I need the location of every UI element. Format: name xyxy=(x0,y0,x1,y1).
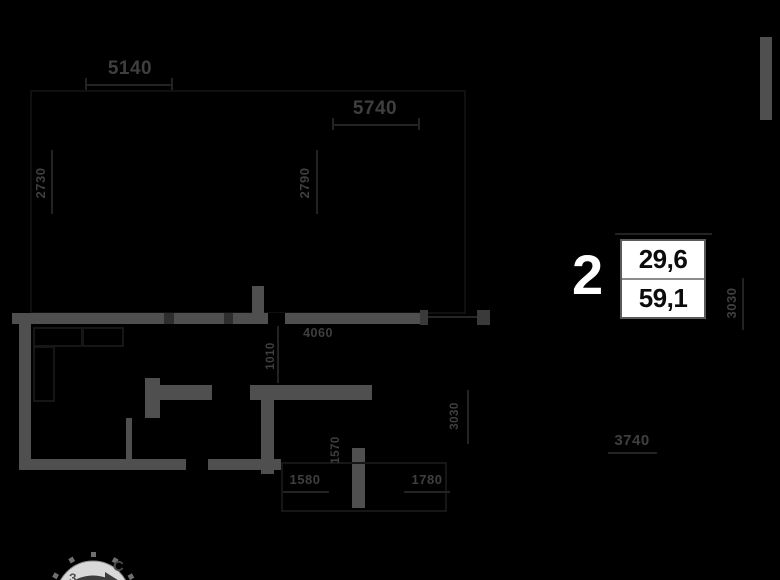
dimension-tick xyxy=(171,78,173,90)
wall-stub-upper xyxy=(252,286,264,313)
balcony-door-opening xyxy=(186,459,208,470)
compass-north-label: С xyxy=(113,558,124,575)
dimension-line xyxy=(404,491,450,493)
dimension-tick xyxy=(332,118,334,130)
dim-label-top-center: 5740 xyxy=(352,97,398,119)
door-opening xyxy=(268,313,285,324)
wall-partition xyxy=(126,418,132,462)
window-line xyxy=(428,316,477,318)
wall-interior xyxy=(145,385,372,400)
wall-top xyxy=(12,313,420,324)
compass-ticks xyxy=(52,552,135,580)
compass-arrowhead xyxy=(105,572,118,580)
apartment-info-card[interactable]: 29,6 59,1 xyxy=(620,239,706,319)
living-area-value: 29,6 xyxy=(622,241,704,280)
compass: С З xyxy=(52,552,135,580)
dim-label-hall-depth: 1010 xyxy=(265,342,278,370)
dimension-line xyxy=(283,491,329,493)
dimension-line xyxy=(332,124,420,126)
dim-label-balcony-right: 1780 xyxy=(411,471,443,487)
dim-label-hall-width: 4060 xyxy=(303,326,333,341)
window-tick xyxy=(224,313,233,324)
dimension-line xyxy=(277,326,279,383)
dim-label-balcony-left: 1580 xyxy=(289,471,321,487)
dim-label-left-side: 2730 xyxy=(32,167,48,199)
dimension-line xyxy=(467,390,469,444)
dimension-line xyxy=(51,150,53,214)
dim-label-center-upper: 2790 xyxy=(296,167,312,199)
furniture-outline xyxy=(33,346,55,402)
room-count-number: 2 xyxy=(572,243,604,306)
dimension-line xyxy=(742,278,744,330)
balcony-outline xyxy=(281,462,447,512)
dim-label-right-edge: 3030 xyxy=(723,287,739,319)
dim-label-mid-room: 3030 xyxy=(449,402,462,430)
wall-stub xyxy=(477,310,490,325)
dimension-tick xyxy=(418,118,420,130)
dimension-tick xyxy=(85,78,87,90)
wall-stub xyxy=(420,310,428,325)
furniture-outline xyxy=(82,327,124,347)
dimension-line xyxy=(615,233,712,235)
dimension-line xyxy=(608,452,657,454)
wall-bottom xyxy=(19,459,281,470)
window-tick xyxy=(164,313,174,324)
dim-label-bottom-right: 3740 xyxy=(614,432,650,449)
wall-bathroom xyxy=(145,378,160,418)
interior-door-opening xyxy=(212,385,250,400)
dimension-line xyxy=(85,84,173,86)
dim-label-balcony-divider: 1570 xyxy=(330,436,343,464)
wall-left xyxy=(19,313,31,470)
furniture-outline xyxy=(33,327,83,347)
total-area-value: 59,1 xyxy=(638,283,688,313)
dimension-line xyxy=(316,150,318,214)
compass-west-label: З xyxy=(69,571,77,580)
wall-room-right xyxy=(261,385,274,474)
dim-label-top-left: 5140 xyxy=(107,57,153,79)
wall-top-right-bar xyxy=(760,37,772,120)
